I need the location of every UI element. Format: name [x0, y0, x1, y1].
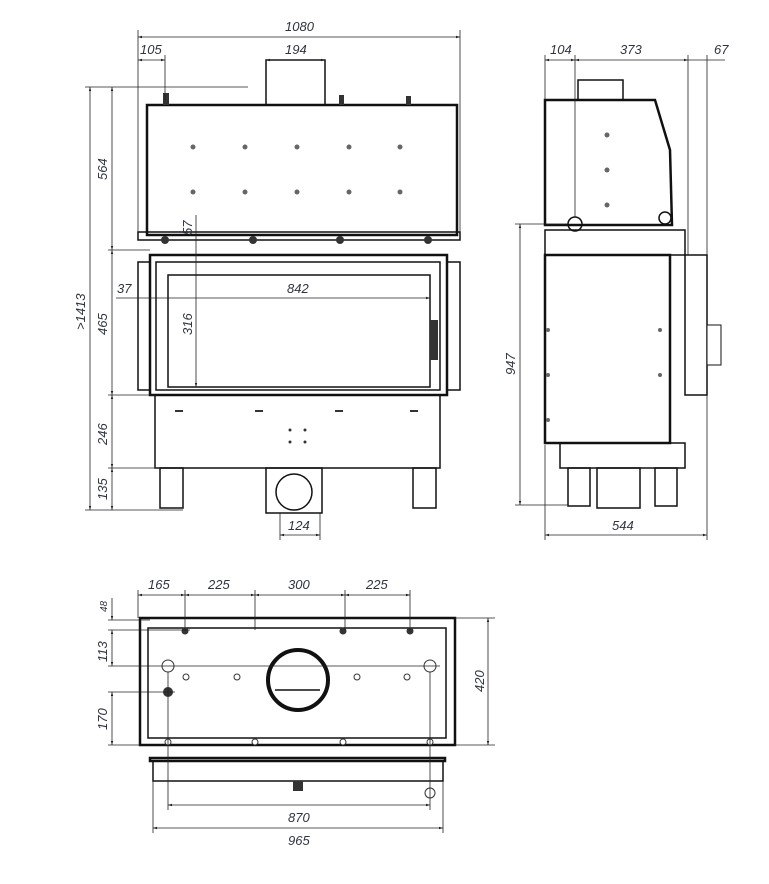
- dim-246: 246: [95, 423, 110, 446]
- dim-194: 194: [285, 42, 307, 57]
- side-body: [543, 253, 672, 445]
- front-view: 1080 105 194 564 >1413 465 246 135 57 37…: [73, 19, 461, 540]
- dim-870: 870: [288, 810, 310, 825]
- top-housing: [145, 103, 459, 237]
- dim-842: 842: [287, 281, 309, 296]
- leg-right: [412, 467, 437, 509]
- flue-outlet: [265, 59, 326, 106]
- dim-420: 420: [472, 670, 487, 692]
- dim-947: 947: [503, 353, 518, 375]
- bottom-view: 165 225 300 225 48 113 170 420 870 965: [95, 577, 495, 848]
- dim-105: 105: [140, 42, 162, 57]
- side-top-housing: [543, 98, 674, 227]
- dim-564: 564: [95, 158, 110, 180]
- lower-panel: [154, 394, 441, 469]
- dim-316: 316: [180, 313, 195, 335]
- dim-170: 170: [95, 708, 110, 730]
- side-view: 104 373 67 947 544: [503, 42, 729, 540]
- leg-left: [159, 467, 184, 509]
- dim-1080: 1080: [285, 19, 315, 34]
- dim-965: 965: [288, 833, 310, 848]
- bottom-outer: [138, 616, 457, 747]
- top-flange: [137, 231, 461, 241]
- flue-opening: [266, 648, 330, 712]
- dim-544: 544: [612, 518, 634, 533]
- dim-465: 465: [95, 313, 110, 335]
- side-door: [684, 254, 708, 396]
- dim-104: 104: [550, 42, 572, 57]
- side-panel-left: [137, 261, 151, 391]
- dim-57: 57: [180, 220, 195, 235]
- dim-165: 165: [148, 577, 170, 592]
- dim-225-b: 225: [365, 577, 388, 592]
- side-panel-right: [446, 261, 461, 391]
- dim-373: 373: [620, 42, 642, 57]
- dim-67: 67: [714, 42, 729, 57]
- dim-135: 135: [95, 478, 110, 500]
- dim-37: 37: [117, 281, 132, 296]
- dim-total-height: >1413: [73, 293, 88, 330]
- air-inlet: [265, 467, 323, 514]
- dim-300: 300: [288, 577, 310, 592]
- dim-225-a: 225: [207, 577, 230, 592]
- dim-48: 48: [99, 600, 110, 612]
- dim-124: 124: [288, 518, 310, 533]
- dim-113: 113: [95, 641, 110, 662]
